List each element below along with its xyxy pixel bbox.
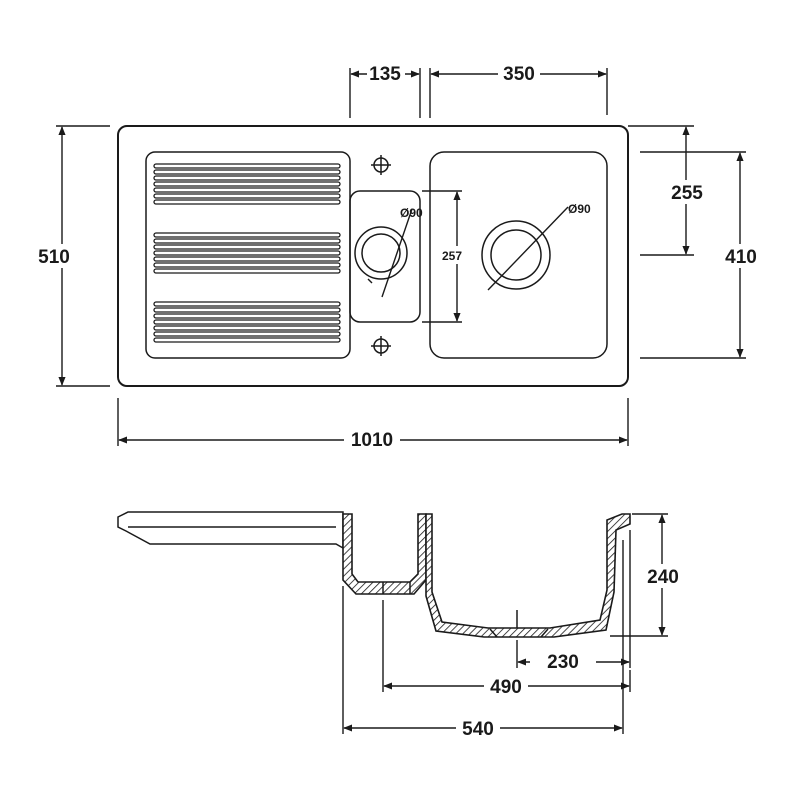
main-waste-leader [487,206,569,291]
drainer-groove [153,244,341,250]
drainer-groove [153,163,341,169]
drainer-groove [153,193,341,199]
tap-hole-bottom [371,336,391,356]
drainer-profile [117,511,344,550]
small-waste-diameter-label: Ø90 [400,206,423,220]
drainer-groove [153,319,341,325]
dim-overall-depth: 510 [30,125,110,387]
main-bowl-outline [429,151,608,359]
dim-bowl-depth: 240 [610,513,686,637]
dim-overall-depth-label: 510 [38,247,70,268]
main-bowl: Ø90 [429,151,608,359]
dim-front-to-waste-label: 255 [671,183,703,204]
dim-main-bowl-length: 410 [640,151,764,359]
drainer-groove [153,262,341,268]
drainer-groove [153,307,341,313]
dim-waste-offset-label: 230 [547,652,579,673]
small-waste-outer [354,226,408,280]
drainer-groove [153,232,341,238]
drainer-groove [153,187,341,193]
main-waste-diameter-label: Ø90 [568,202,591,216]
drainer-groove [153,256,341,262]
drainer-groove [153,199,341,205]
plan-view: Ø90 Ø90 135 [30,61,764,452]
drainer-groove [153,325,341,331]
dim-main-bowl-width-label: 350 [503,64,535,85]
sink-outline [117,125,629,387]
small-bowl-wall [342,513,427,595]
small-bowl-outline [349,190,421,323]
tap-hole-top [371,155,391,175]
drainer-groove [153,268,341,274]
dim-overall-width-label: 1010 [351,430,393,451]
main-waste-outer [481,220,551,290]
drainer-groove [153,175,341,181]
dim-small-bowl-width: 135 [349,61,421,118]
main-bowl-wall [425,513,631,638]
dim-main-bowl-width: 350 [429,61,608,118]
dim-main-bowl-length-label: 410 [725,247,757,268]
small-bowl: Ø90 [349,190,423,323]
drainer-groove [153,331,341,337]
dim-bowls-total-width-label: 540 [462,719,494,740]
drainer-groove [153,238,341,244]
drainer [145,151,351,359]
dim-overall-width: 1010 [117,398,629,452]
dim-front-to-waste: 255 [628,125,710,256]
main-waste-inner [490,229,542,281]
drainer-groove [153,169,341,175]
dim-small-bowl-length: 257 [422,190,466,323]
dim-waste-offset: 230 [516,530,631,674]
drainer-grooves [153,163,341,343]
dim-bowls-total-width: 540 [342,540,624,740]
dim-small-bowl-length-label: 257 [442,249,462,263]
small-waste-inner [361,233,401,273]
dim-small-bowl-width-label: 135 [369,64,401,85]
drainer-groove [153,337,341,343]
dim-small-bowl-to-edge-label: 490 [490,677,522,698]
small-waste-leader [381,208,413,298]
drainer-groove [153,250,341,256]
drainer-groove [153,313,341,319]
dim-small-bowl-to-edge: 490 [382,600,631,698]
drainer-groove [153,301,341,307]
section-view: 240 230 490 540 [117,511,686,740]
dim-bowl-depth-label: 240 [647,567,679,588]
drainer-groove [153,181,341,187]
small-waste-tick [367,278,373,284]
